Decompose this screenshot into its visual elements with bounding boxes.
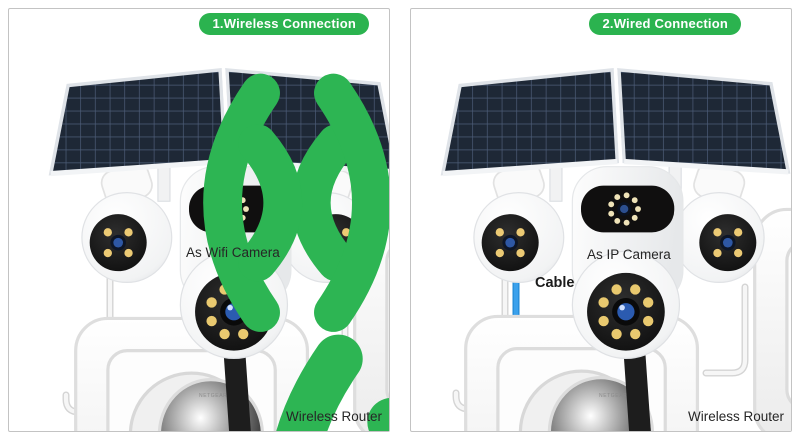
router-label: Wireless Router (687, 409, 784, 424)
router-brand-text: NETGEAR (599, 393, 627, 399)
cable-label: Cable (535, 275, 575, 291)
wired-diagram: NETGEAR (441, 68, 791, 431)
router-label: Wireless Router (285, 409, 382, 424)
wireless-diagram: NETGEAR (49, 68, 389, 431)
router-power-cable (702, 283, 749, 377)
camera-mode-label: As Wifi Camera (186, 245, 280, 260)
camera-mode-label: As IP Camera (587, 247, 671, 262)
connection-type-badge: 1.Wireless Connection (199, 13, 369, 35)
wireless-connection-panel: NETGEAR 1.Wireless Connection As Wifi Ca… (8, 8, 390, 432)
wired-connection-panel: NETGEAR 2.Wired Connection As IP Camera … (410, 8, 792, 432)
connection-type-badge: 2.Wired Connection (589, 13, 741, 35)
router-brand-text: NETGEAR (199, 393, 227, 399)
